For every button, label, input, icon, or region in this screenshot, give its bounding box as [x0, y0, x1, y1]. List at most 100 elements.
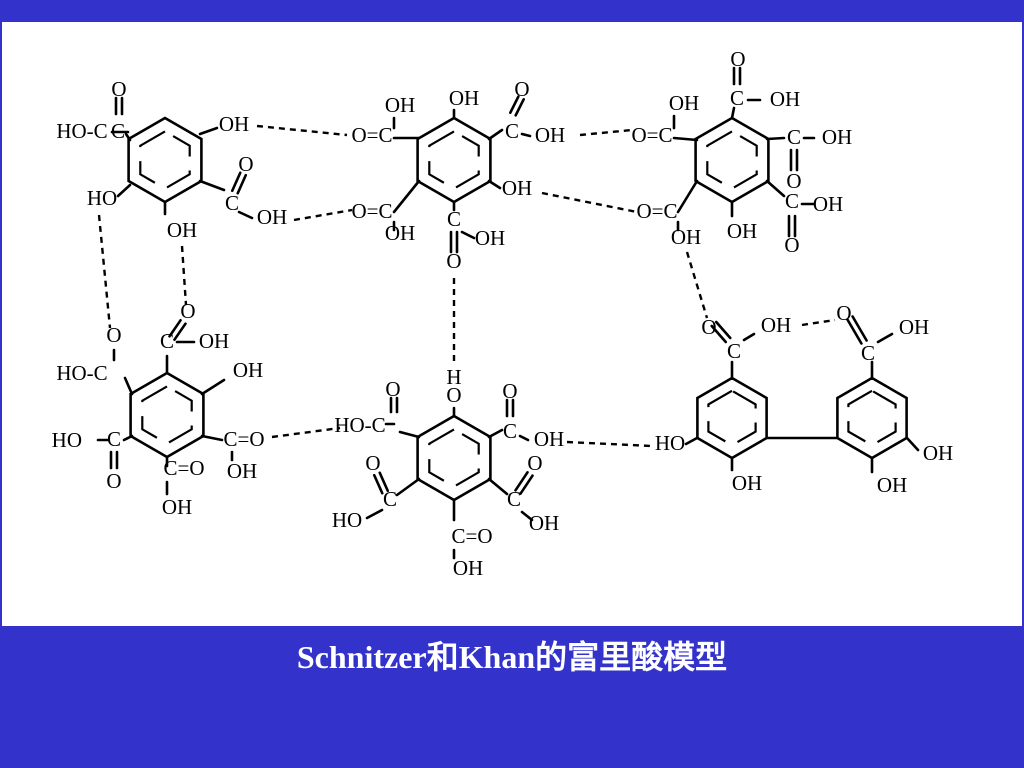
atom-label: HO-C [56, 119, 107, 143]
atom-label: C [383, 487, 397, 511]
atom-label: O [502, 379, 517, 403]
atom-label: O [730, 47, 745, 71]
atom-label: OH [822, 125, 852, 149]
hydrogen-bond [271, 426, 341, 439]
atom-label: HO-C [56, 361, 107, 385]
covalent-bond [236, 173, 248, 195]
atom-label: C [225, 191, 239, 215]
atom-label: O [527, 451, 542, 475]
atom-label: OH [761, 313, 791, 337]
covalent-bond [116, 183, 132, 198]
atom-label: O=C [351, 123, 392, 147]
atom-label: C=O [451, 524, 492, 548]
atom-label: OH [257, 205, 287, 229]
covalent-bond [676, 179, 699, 214]
hydrogen-bonds [97, 124, 836, 448]
biphenyl-ring-left [696, 376, 768, 460]
hydrogen-bond [566, 440, 653, 448]
covalent-bond [198, 179, 226, 192]
hydrogen-bond [293, 208, 353, 222]
hydrogen-bond [801, 318, 836, 327]
covalent-bond [846, 318, 863, 345]
atom-label: C=O [223, 427, 264, 451]
atom-label: OH [385, 221, 415, 245]
atom-label: HO [655, 431, 685, 455]
atom-label: OH [219, 112, 249, 136]
atom-label: HO [52, 428, 82, 452]
benzene-ring-5-aromatic [428, 428, 480, 488]
benzene-ring-1-aromatic [139, 130, 191, 190]
atom-label: OH [385, 93, 415, 117]
atom-label: C [160, 329, 174, 353]
atom-label: C [507, 487, 521, 511]
atom-label: OH [877, 473, 907, 497]
atom-label: C [727, 339, 741, 363]
covalent-bond [378, 471, 390, 493]
biphenyl-ring-right [836, 376, 908, 460]
atom-label: C [505, 119, 519, 143]
covalent-bond [392, 179, 421, 214]
atom-label: OH [199, 329, 229, 353]
atom-label: OH [813, 192, 843, 216]
atom-label: OH [671, 225, 701, 249]
atom-label: O [514, 77, 529, 101]
atom-label: H [446, 365, 461, 389]
atom-label: OH [167, 218, 197, 242]
atom-label: O [385, 377, 400, 401]
atom-label: C [107, 427, 121, 451]
atom-label: O=C [631, 123, 672, 147]
covalent-bond [237, 210, 254, 220]
atom-label: OH [669, 91, 699, 115]
atom-label: HO [87, 186, 117, 210]
atom-label: O [784, 233, 799, 257]
atom-label: O=C [351, 199, 392, 223]
atom-label: C [787, 125, 801, 149]
atom-label: OH [899, 315, 929, 339]
atom-label: C [785, 189, 799, 213]
atom-label: O [701, 315, 716, 339]
covalent-bond [710, 324, 728, 344]
covalent-bond [765, 136, 786, 141]
covalent-bond [684, 436, 699, 446]
atom-label: OH [727, 219, 757, 243]
covalent-bond [520, 132, 532, 138]
benzene-ring-3 [694, 116, 770, 204]
covalent-bond [198, 126, 219, 136]
covalent-bond [173, 322, 187, 341]
covalent-bond [514, 471, 529, 492]
atom-label: OH [453, 556, 483, 580]
covalent-bond [200, 378, 226, 396]
hydrogen-bond [97, 214, 112, 329]
atom-label: OH [475, 226, 505, 250]
hydrogen-bond [256, 124, 348, 137]
benzene-ring-2 [416, 116, 492, 204]
atom-label: OH [162, 495, 192, 519]
covalent-bond [395, 477, 421, 497]
covalent-bond [200, 434, 224, 442]
covalent-bond [714, 320, 732, 340]
covalent-bond [520, 510, 534, 522]
atom-label: O [365, 451, 380, 475]
covalent-bond [672, 136, 699, 142]
atom-label: OH [534, 427, 564, 451]
benzene-ring-4-aromatic [141, 385, 193, 445]
covalent-bond [487, 128, 504, 141]
atom-label: HO [332, 508, 362, 532]
atom-label: O [106, 469, 121, 493]
biphenyl-ring-left-aromatic [707, 389, 757, 447]
covalent-bond [742, 332, 756, 342]
covalent-bond [124, 132, 132, 142]
atom-label: OH [502, 176, 532, 200]
atom-label: OH [770, 87, 800, 111]
covalent-bond [905, 436, 920, 452]
benzene-ring-1 [127, 116, 203, 204]
atom-label: OH [233, 358, 263, 382]
atom-label: O [106, 323, 121, 347]
atom-label: C [503, 419, 517, 443]
covalent-bond [765, 179, 786, 198]
benzene-ring-2-aromatic [428, 130, 480, 190]
hydrogen-bond [579, 128, 633, 137]
